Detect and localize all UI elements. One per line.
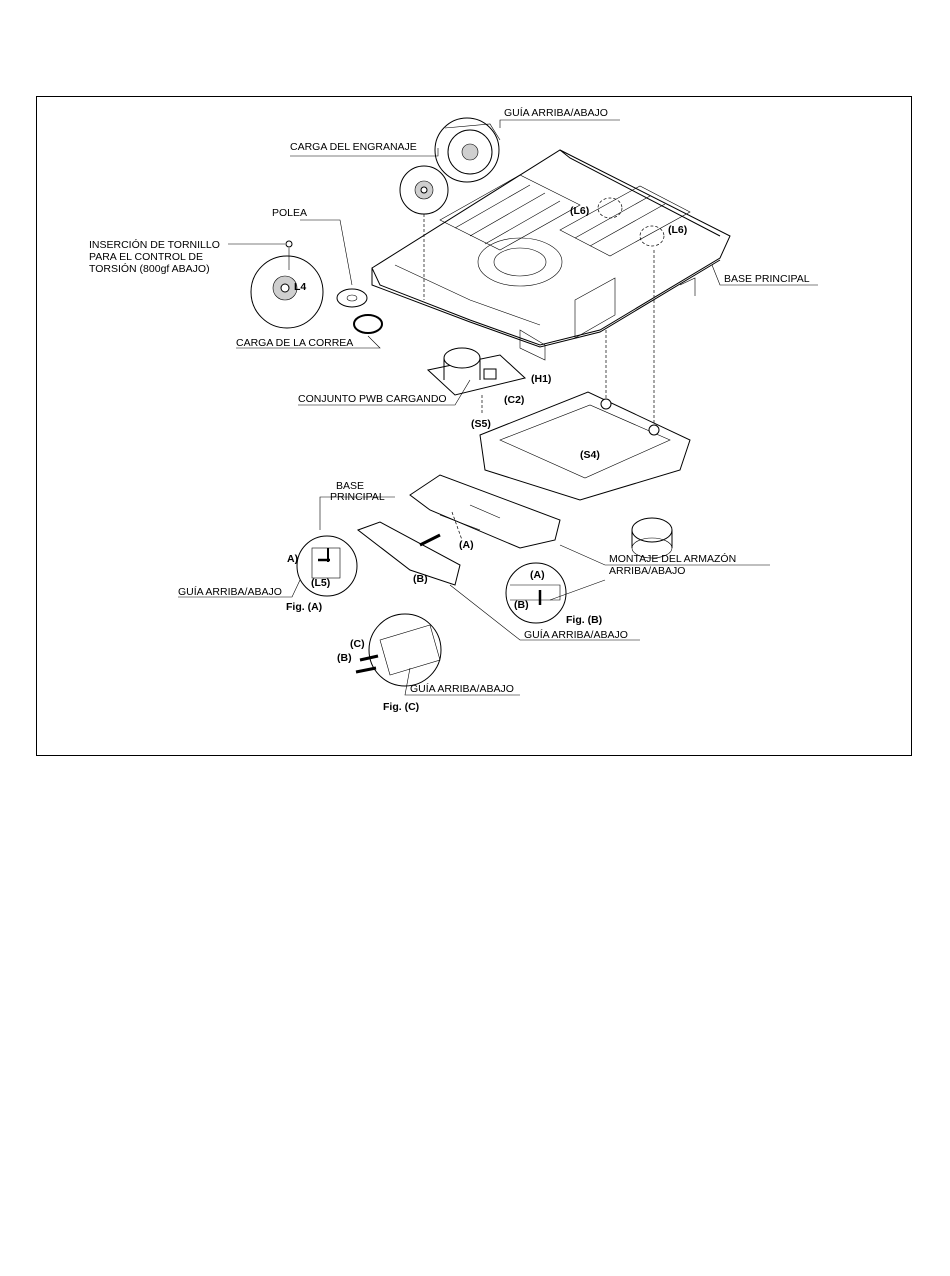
guide-top-detail (434, 117, 501, 183)
callout-c-figc: (C) (350, 638, 365, 650)
lower-slide-arm (356, 521, 461, 586)
callout-a-mid: (A) (459, 539, 474, 551)
callout-l6b: (L6) (668, 224, 687, 236)
callout-b-figb: (B) (514, 599, 529, 611)
callout-b-figc: (B) (337, 652, 352, 664)
label-pwb: CONJUNTO PWB CARGANDO (298, 393, 447, 405)
callout-c2: (C2) (504, 394, 524, 406)
label-screw-line1: INSERCIÓN DE TORNILLO (89, 238, 220, 251)
fig-c-detail (355, 613, 442, 687)
label-screw-line3: TORSIÓN (800gf ABAJO) (89, 262, 210, 275)
label-pulley: POLEA (272, 207, 307, 219)
label-guide-bottom: GUÍA ARRIBA/ABAJO (410, 682, 514, 695)
callout-s5: (S5) (471, 418, 491, 430)
label-guide-mid: GUÍA ARRIBA/ABAJO (524, 628, 628, 641)
label-guide-left: GUÍA ARRIBA/ABAJO (178, 585, 282, 598)
pulley-icon (336, 288, 368, 308)
frame-mount-tray (479, 197, 691, 559)
callout-l6a: (L6) (570, 205, 589, 217)
label-frame-mount-line1: MONTAJE DEL ARMAZÓN (609, 552, 736, 565)
upper-slide-arm (409, 474, 561, 549)
leader-lines (178, 119, 818, 696)
label-screw-line2: PARA EL CONTROL DE (89, 251, 203, 263)
caption-fig-b: Fig. (B) (566, 614, 602, 626)
belt-icon (353, 314, 383, 334)
caption-fig-a: Fig. (A) (286, 601, 322, 613)
callout-l4: L4 (294, 281, 306, 293)
callout-h1: (H1) (531, 373, 551, 385)
fig-b-detail (505, 562, 567, 624)
callout-b-arm: (B) (413, 573, 428, 585)
callout-s4: (S4) (580, 449, 600, 461)
label-frame-mount-line2: ARRIBA/ABAJO (609, 565, 685, 577)
label-main-base2-line2: PRINCIPAL (330, 491, 385, 503)
callout-l5: (L5) (311, 577, 330, 589)
screw-torque-detail (250, 240, 324, 329)
diagram-frame (36, 96, 912, 756)
caption-fig-c: Fig. (C) (383, 701, 419, 713)
main-base-tray (371, 149, 731, 361)
callout-a-figb: (A) (530, 569, 545, 581)
label-main-base2-line1: BASE (336, 480, 364, 492)
pwb-assembly (426, 347, 527, 415)
label-guide-top: GUÍA ARRIBA/ABAJO (504, 106, 608, 119)
label-gear-load: CARGA DEL ENGRANAJE (290, 141, 417, 153)
gear-load-icon (399, 165, 449, 300)
label-main-base: BASE PRINCIPAL (724, 273, 810, 285)
fig-a-detail (296, 535, 358, 597)
label-belt-load: CARGA DE LA CORREA (236, 337, 353, 349)
callout-a-left: A) (287, 553, 298, 565)
